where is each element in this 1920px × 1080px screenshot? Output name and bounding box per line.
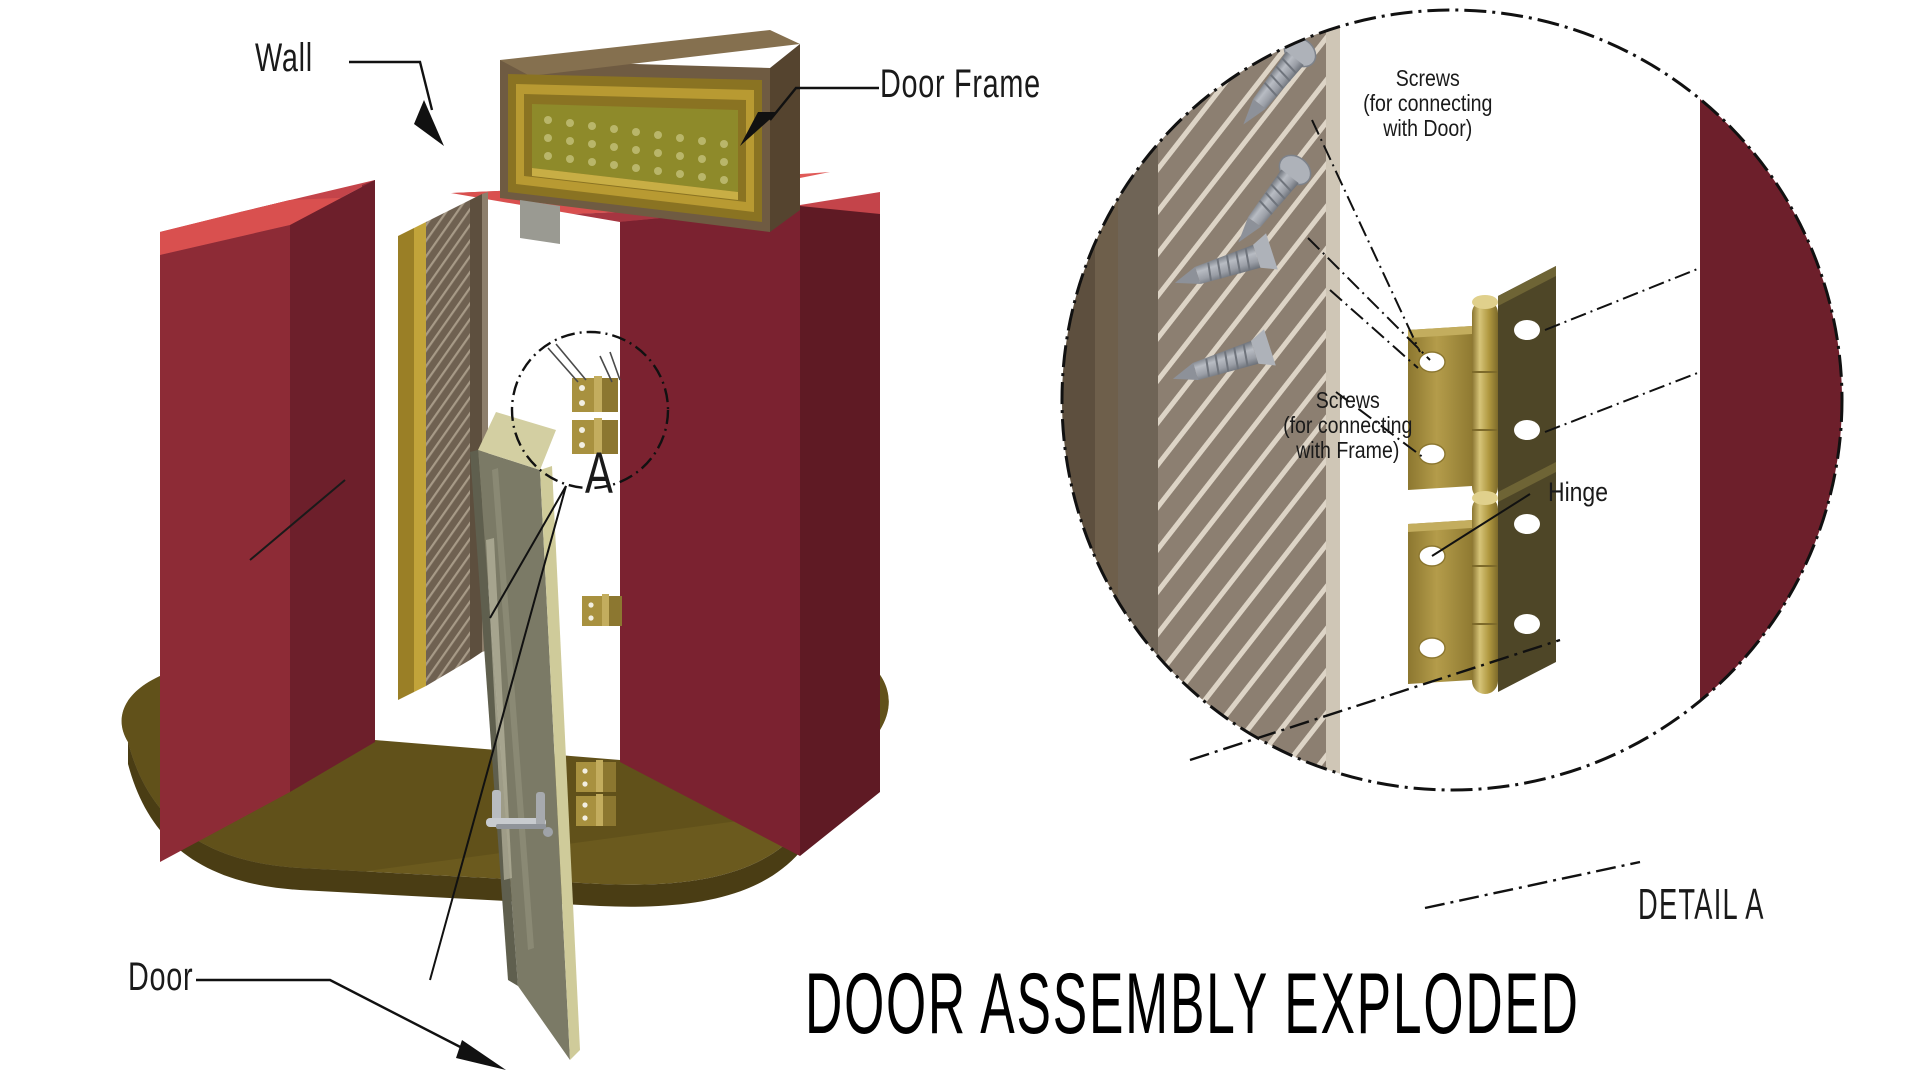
hinge-mid xyxy=(582,594,622,626)
detail-jamb-edge xyxy=(1326,10,1340,790)
label-door-frame: Door Frame xyxy=(880,62,1041,106)
hinge-lower-2 xyxy=(576,794,616,826)
label-leaders xyxy=(196,60,879,1070)
detail-hinge-upper xyxy=(1408,266,1556,500)
label-screws-door-line2: (for connecting xyxy=(1363,90,1493,116)
detail-wall-red xyxy=(1700,10,1842,760)
label-hinge: Hinge xyxy=(1548,477,1608,507)
label-screws-frame-line2: (for connecting xyxy=(1283,412,1413,438)
door-leaf xyxy=(470,412,580,1060)
screw-4 xyxy=(1172,329,1276,381)
detail-frame-return xyxy=(1062,10,1095,790)
door-frame-jamb xyxy=(398,192,488,700)
label-screws-door-line3: with Door) xyxy=(1383,115,1473,141)
detail-circle-marker xyxy=(429,330,670,981)
door-handle xyxy=(486,790,553,837)
drawing-title: DOOR ASSEMBLY EXPLODED xyxy=(805,956,1580,1052)
detail-leader-lines xyxy=(1307,119,1701,459)
detail-marker-a: A xyxy=(585,441,613,506)
wall-left-front xyxy=(160,180,375,862)
hinge-upper-2 xyxy=(572,418,618,454)
label-wall: Wall xyxy=(255,36,313,80)
screw-3 xyxy=(1174,233,1278,285)
screw-2 xyxy=(1238,154,1312,243)
detail-callout-leader xyxy=(1189,638,1641,910)
label-screws-frame-line1: Screws xyxy=(1315,387,1380,413)
label-screws-frame: Screws (for connecting with Frame) xyxy=(1250,388,1446,463)
hinge-upper xyxy=(572,376,618,412)
main-exploded-view xyxy=(121,30,889,1060)
wall-right-front xyxy=(620,206,880,856)
detail-hinge-label-leader xyxy=(1431,493,1531,557)
detail-jamb-hatched xyxy=(1158,10,1326,790)
detail-gold-casing xyxy=(1005,330,1022,700)
detail-a-caption: DETAIL A xyxy=(1638,880,1765,929)
hinge-screw-hints xyxy=(547,343,621,383)
label-screws-frame-line3: with Frame) xyxy=(1296,437,1400,463)
label-screws-door: Screws (for connecting with Door) xyxy=(1330,66,1526,141)
label-screws-door-line1: Screws xyxy=(1395,65,1460,91)
main-view-hinges xyxy=(547,343,622,826)
hinge-lower-1 xyxy=(576,760,616,792)
detail-screws xyxy=(1172,36,1317,381)
detail-jamb-shadow xyxy=(1118,10,1158,790)
door-frame-header xyxy=(500,30,800,244)
label-door: Door xyxy=(128,955,194,999)
transom-dots xyxy=(544,116,728,184)
detail-hinge-lower xyxy=(1408,462,1556,694)
detail-circle-boundary xyxy=(1060,8,1844,792)
